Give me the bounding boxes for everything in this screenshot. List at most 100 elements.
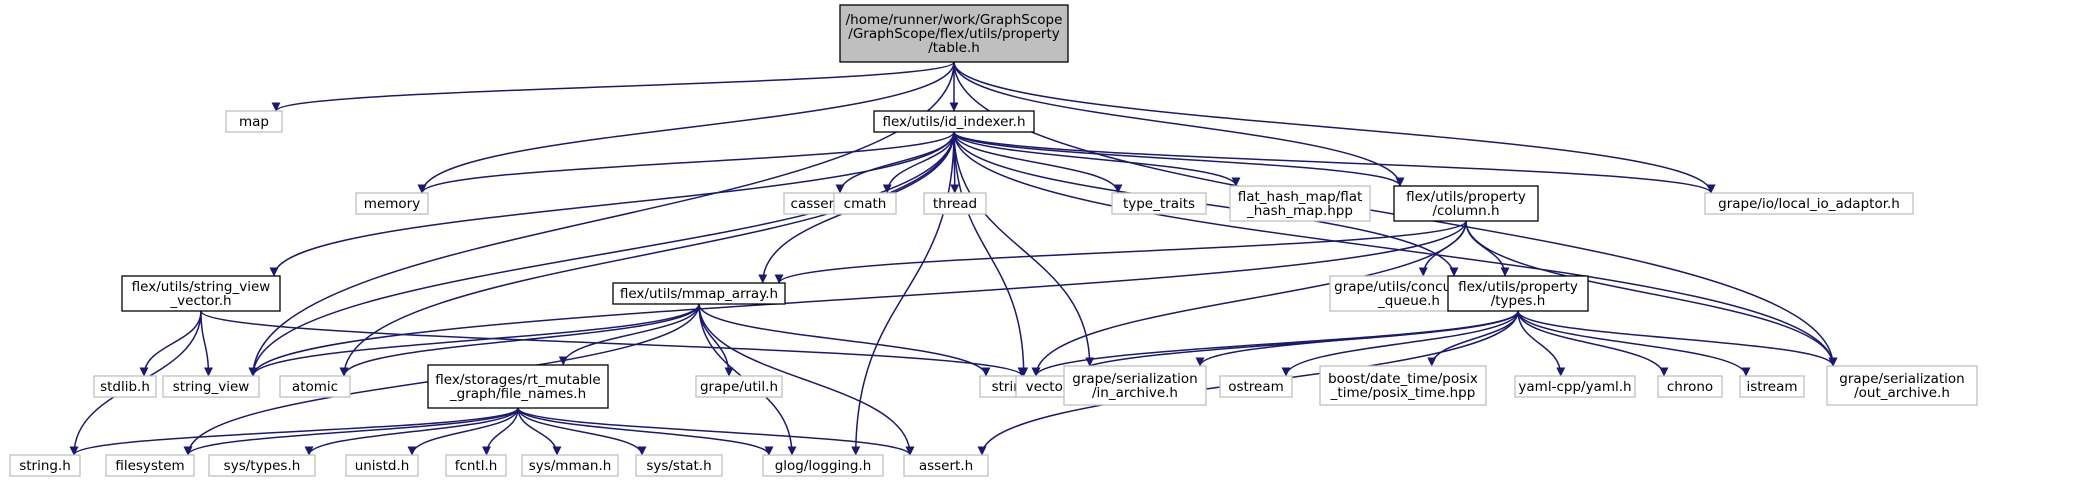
edge-string_view_vector-to-vector xyxy=(200,310,1027,377)
edge-types-to-out_archive xyxy=(1517,310,1838,367)
node-label-memory-line-0: memory xyxy=(364,196,420,212)
edge-file_names-to-sys_mman xyxy=(517,407,562,456)
edge-types-to-in_archive xyxy=(1195,310,1519,367)
node-assert: assert.h xyxy=(903,454,989,477)
node-id_indexer[interactable]: flex/utils/id_indexer.h xyxy=(873,110,1035,133)
node-box-string_view xyxy=(162,375,260,398)
node-label-map-line-0: map xyxy=(239,114,269,130)
node-box-sys_stat xyxy=(635,454,723,477)
edge-mmap_array-to-string_view xyxy=(248,303,700,377)
edge-column-to-string_view xyxy=(248,220,1467,377)
node-label-assert-line-0: assert.h xyxy=(919,458,973,474)
node-label-glog-line-0: glog/logging.h xyxy=(775,458,872,474)
edge-id_indexer-to-string_view xyxy=(248,131,955,377)
edge-types-to-istream xyxy=(1517,310,1751,377)
node-box-ostream xyxy=(1219,375,1293,398)
edge-root-to-column xyxy=(953,61,1405,187)
node-box-thread xyxy=(923,192,987,215)
node-memory: memory xyxy=(355,192,429,215)
node-box-filesystem xyxy=(105,454,195,477)
edge-file_names-to-fcntl xyxy=(482,407,519,456)
node-posix_time: boost/date_time/posix_time/posix_time.hp… xyxy=(1319,365,1487,406)
node-column[interactable]: flex/utils/property/column.h xyxy=(1393,185,1539,222)
edge-id_indexer-to-memory xyxy=(417,131,955,194)
node-unistd: unistd.h xyxy=(345,454,419,477)
edge-id_indexer-to-glog xyxy=(851,131,955,456)
node-label-root-line-0: /home/runner/work/GraphScope xyxy=(846,12,1063,28)
node-box-column xyxy=(1393,185,1539,222)
node-label-string_view-line-0: string_view xyxy=(173,379,250,395)
node-label-root-line-1: /GraphScope/flex/utils/property xyxy=(848,26,1059,42)
node-box-map xyxy=(225,110,283,133)
node-stdlib: stdlib.h xyxy=(93,375,157,398)
node-box-sys_types xyxy=(208,454,316,477)
node-fcntl: fcntl.h xyxy=(445,454,507,477)
node-label-posix_time-line-0: boost/date_time/posix xyxy=(1328,371,1478,387)
node-box-cmath xyxy=(833,192,897,215)
edge-root-to-memory xyxy=(417,61,955,194)
node-box-stdlib xyxy=(93,375,157,398)
edge-mmap_array-to-atomic xyxy=(339,303,700,377)
edge-id_indexer-to-local_io xyxy=(953,131,1716,194)
node-root[interactable]: /home/runner/work/GraphScope/GraphScope/… xyxy=(839,4,1069,63)
edge-id_indexer-to-flat_hash_map xyxy=(953,131,1241,187)
node-label-root-line-2: /table.h xyxy=(928,40,980,56)
node-local_io: grape/io/local_io_adaptor.h xyxy=(1704,192,1914,215)
node-sys_stat: sys/stat.h xyxy=(635,454,723,477)
node-label-vector-line-0: vector xyxy=(1026,379,1069,395)
edge-column-to-out_archive xyxy=(1465,220,1838,367)
node-map: map xyxy=(225,110,283,133)
node-box-memory xyxy=(355,192,429,215)
edge-root-to-map xyxy=(271,61,955,112)
node-cmath: cmath xyxy=(833,192,897,215)
node-box-unistd xyxy=(345,454,419,477)
edge-mmap_array-to-assert xyxy=(698,303,915,456)
node-label-string_h-line-0: string.h xyxy=(19,458,71,474)
node-box-string_view_vector xyxy=(121,275,281,312)
node-label-concurrent_queue-line-1: _queue.h xyxy=(1377,293,1440,309)
node-box-string_h xyxy=(9,454,81,477)
edge-id_indexer-to-out_archive xyxy=(953,131,1838,367)
node-label-concurrent_queue-line-0: grape/utils/concurrent xyxy=(1334,279,1484,295)
node-box-grape_util xyxy=(695,375,783,398)
edge-column-to-mmap_array xyxy=(774,220,1467,284)
node-atomic: atomic xyxy=(279,375,351,398)
node-mmap_array[interactable]: flex/utils/mmap_array.h xyxy=(612,282,786,305)
node-string_view_vector[interactable]: flex/utils/string_view_vector.h xyxy=(121,275,281,312)
node-grape_util: grape/util.h xyxy=(695,375,783,398)
node-box-sys_mman xyxy=(521,454,619,477)
node-label-local_io-line-0: grape/io/local_io_adaptor.h xyxy=(1718,196,1900,212)
node-label-stdlib-line-0: stdlib.h xyxy=(100,379,150,395)
node-box-types xyxy=(1447,275,1589,312)
node-string_h: string.h xyxy=(9,454,81,477)
node-ostream: ostream xyxy=(1219,375,1293,398)
edge-id_indexer-to-string_view_vector xyxy=(269,131,955,277)
node-in_archive: grape/serialization/in_archive.h xyxy=(1063,365,1207,406)
node-label-type_traits-line-0: type_traits xyxy=(1123,196,1195,212)
node-label-types-line-1: /types.h xyxy=(1491,293,1546,309)
node-label-istream-line-0: istream xyxy=(1746,379,1797,395)
edge-file_names-to-sys_stat xyxy=(517,407,647,456)
node-cassert: cassert xyxy=(783,192,847,215)
node-label-sys_stat-line-0: sys/stat.h xyxy=(646,458,711,474)
node-label-atomic-line-0: atomic xyxy=(292,379,338,395)
edge-mmap_array-to-string xyxy=(698,303,991,377)
node-box-mmap_array xyxy=(612,282,786,305)
node-box-in_archive xyxy=(1063,365,1207,406)
node-label-chrono-line-0: chrono xyxy=(1667,379,1713,395)
edge-column-to-types xyxy=(1465,220,1510,277)
edge-root-to-local_io xyxy=(953,61,1716,194)
node-label-id_indexer-line-0: flex/utils/id_indexer.h xyxy=(882,114,1025,130)
node-box-flat_hash_map xyxy=(1229,185,1371,222)
node-istream: istream xyxy=(1739,375,1805,398)
node-types[interactable]: flex/utils/property/types.h xyxy=(1447,275,1589,312)
edge-string_view_vector-to-stdlib xyxy=(139,310,202,377)
node-label-string_view_vector-line-1: _vector.h xyxy=(169,293,231,309)
edge-column-to-string xyxy=(1031,220,1467,377)
node-box-yaml xyxy=(1514,375,1636,398)
node-file_names[interactable]: flex/storages/rt_mutable_graph/file_name… xyxy=(427,364,609,409)
node-box-assert xyxy=(903,454,989,477)
node-vector: vector xyxy=(1015,375,1079,398)
node-box-fcntl xyxy=(445,454,507,477)
